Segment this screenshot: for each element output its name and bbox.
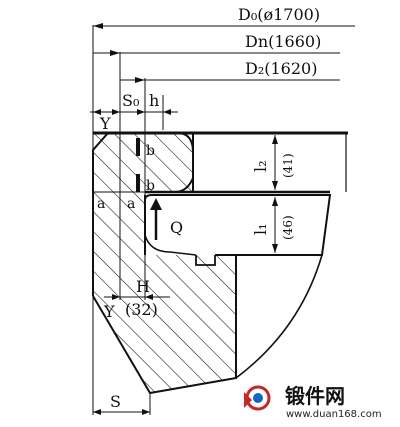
l2-arrow-top: [272, 135, 278, 144]
s0-label: S₀: [122, 91, 139, 110]
h-mid-arrow-left: [112, 294, 120, 300]
l1-arrow-bottom: [272, 244, 278, 253]
watermark: 锻件网 www.duan168.com: [244, 384, 382, 420]
s0-arrowhead: [112, 109, 120, 115]
h-arrowhead-left: [137, 109, 145, 115]
l1-value: (46): [281, 215, 295, 240]
b-lower-marker: [136, 174, 140, 192]
watermark-url: www.duan168.com: [286, 409, 382, 420]
dn-arrowhead: [110, 50, 120, 56]
d0-label: D₀(ø1700): [238, 5, 320, 24]
cavity-lower-step: [144, 234, 197, 256]
b-upper-label: b: [146, 143, 155, 159]
l1-arrow-top: [272, 197, 278, 206]
a-right-label: a: [127, 196, 135, 212]
d2-arrowhead: [135, 77, 145, 83]
l2-label: l₂: [251, 160, 270, 172]
dn-label: Dn(1660): [245, 32, 321, 51]
l2-value: (41): [281, 153, 295, 178]
h-arrowhead-right: [163, 109, 171, 115]
b-upper-marker: [136, 138, 140, 156]
b-lower-label: b: [146, 178, 155, 194]
l1-label: l₁: [251, 223, 270, 235]
s-arrow-right: [142, 409, 150, 415]
q-label: Q: [170, 218, 183, 237]
h-mid-arrow-right: [145, 294, 153, 300]
right-boundary-curve: [235, 254, 323, 379]
cavity-notch: [195, 255, 216, 266]
s-arrow-left: [93, 409, 101, 415]
watermark-brand: 锻件网: [285, 384, 345, 408]
d0-arrowhead: [93, 23, 103, 29]
d2-label: D₂(1620): [245, 59, 317, 78]
h-top-label: h: [149, 91, 159, 110]
y-bottom-label: Y: [103, 302, 115, 321]
q-arrowhead: [150, 198, 162, 210]
h-mid-value: (32): [125, 300, 158, 319]
y-arrowhead: [93, 109, 101, 115]
a-left-label: a: [97, 196, 105, 212]
y-top-label: Y: [99, 114, 111, 133]
hatched-section: [93, 133, 236, 393]
l2-arrow-bottom: [272, 181, 278, 190]
watermark-logo-icon: [244, 385, 271, 411]
h-mid-label: H: [136, 277, 150, 296]
s-label: S: [110, 392, 121, 411]
